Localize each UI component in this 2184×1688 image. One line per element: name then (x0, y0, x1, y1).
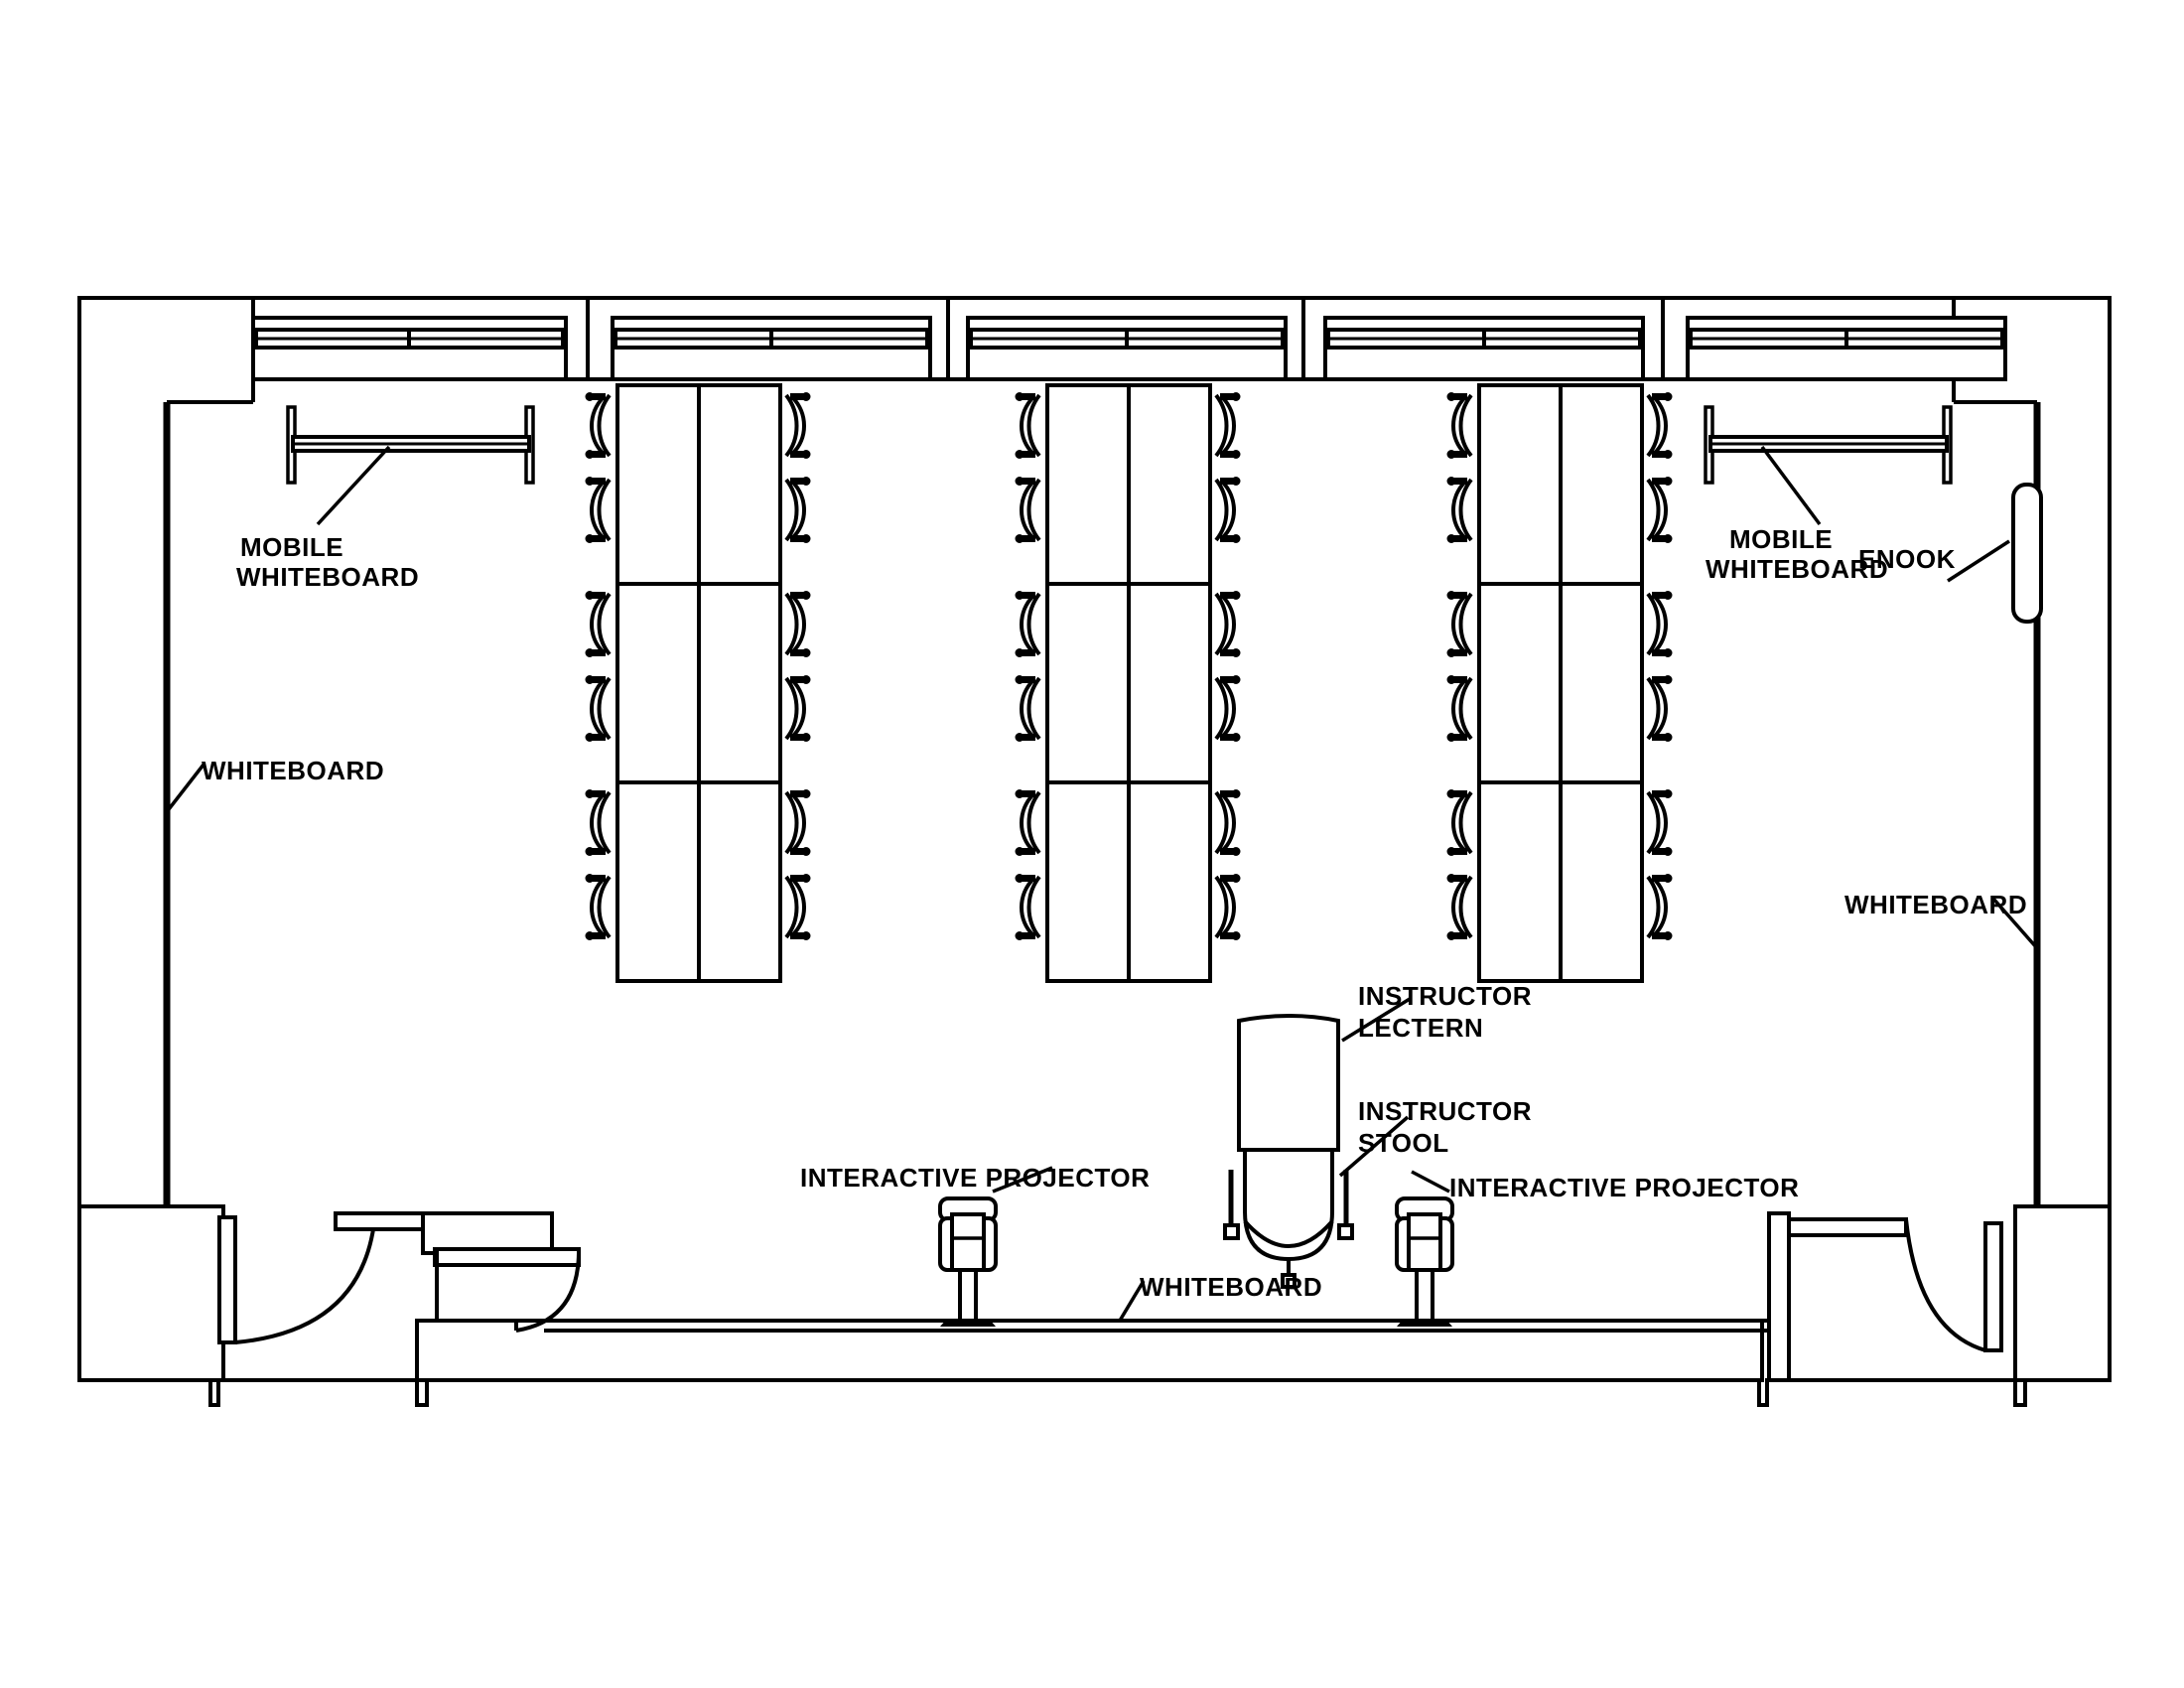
window-bay-5 (1686, 316, 2007, 381)
label-interactive-projector-left: INTERACTIVE PROJECTOR (800, 1163, 1150, 1193)
leader-lines (167, 445, 2039, 1322)
chair-column-left[interactable] (583, 390, 612, 942)
chair-column-left[interactable] (1444, 390, 1473, 942)
instructor-lectern[interactable] (1237, 1014, 1340, 1152)
table-group[interactable] (1045, 383, 1212, 983)
instructor-stool[interactable] (1223, 1148, 1354, 1289)
window-band (251, 298, 2007, 381)
label-mobile-whiteboard-left-line1: MOBILE (240, 532, 343, 562)
label-whiteboard-bottom: WHITEBOARD (1140, 1272, 1322, 1302)
annotation-labels: MOBILE WHITEBOARD MOBILE WHITEBOARD ENOO… (202, 524, 2027, 1302)
window-bay-1 (251, 316, 568, 381)
label-instructor-stool-line1: INSTRUCTOR (1358, 1096, 1532, 1126)
window-bay-4 (1323, 316, 1645, 381)
label-mobile-whiteboard-left-line2: WHITEBOARD (236, 562, 419, 592)
desk-cluster-right[interactable] (1444, 383, 1675, 983)
label-instructor-stool-line2: STOOL (1358, 1128, 1449, 1158)
desk-cluster-center[interactable] (1013, 383, 1243, 983)
interactive-projector-left[interactable] (938, 1196, 998, 1329)
label-mobile-whiteboard-right-line1: MOBILE (1729, 524, 1833, 554)
enook-pod[interactable] (2011, 483, 2043, 624)
table-group[interactable] (615, 383, 782, 983)
label-whiteboard-right: WHITEBOARD (1844, 890, 2027, 919)
desk-cluster-left[interactable] (583, 383, 813, 983)
table-group[interactable] (1477, 383, 1644, 983)
chair-column-left[interactable] (1013, 390, 1041, 942)
interactive-projector-right[interactable] (1395, 1196, 1454, 1329)
label-instructor-lectern-line2: LECTERN (1358, 1013, 1483, 1043)
door-right-assembly[interactable] (1767, 1211, 2003, 1382)
label-interactive-projector-right: INTERACTIVE PROJECTOR (1449, 1173, 1799, 1202)
chair-column-right[interactable] (784, 390, 813, 942)
mobile-whiteboard-right[interactable] (1704, 405, 1953, 485)
label-enook: ENOOK (1858, 544, 1956, 574)
mobile-whiteboard-left[interactable] (286, 405, 535, 485)
label-whiteboard-left: WHITEBOARD (202, 756, 384, 785)
door-left-assembly[interactable] (217, 1211, 581, 1344)
chair-column-right[interactable] (1646, 390, 1675, 942)
window-bay-3 (966, 316, 1288, 381)
label-instructor-lectern-line1: INSTRUCTOR (1358, 981, 1532, 1011)
chair-column-right[interactable] (1214, 390, 1243, 942)
whiteboard-bottom-rail (544, 1319, 1777, 1333)
label-mobile-whiteboard-right-line2: WHITEBOARD (1706, 554, 1888, 584)
window-bay-2 (611, 316, 932, 381)
